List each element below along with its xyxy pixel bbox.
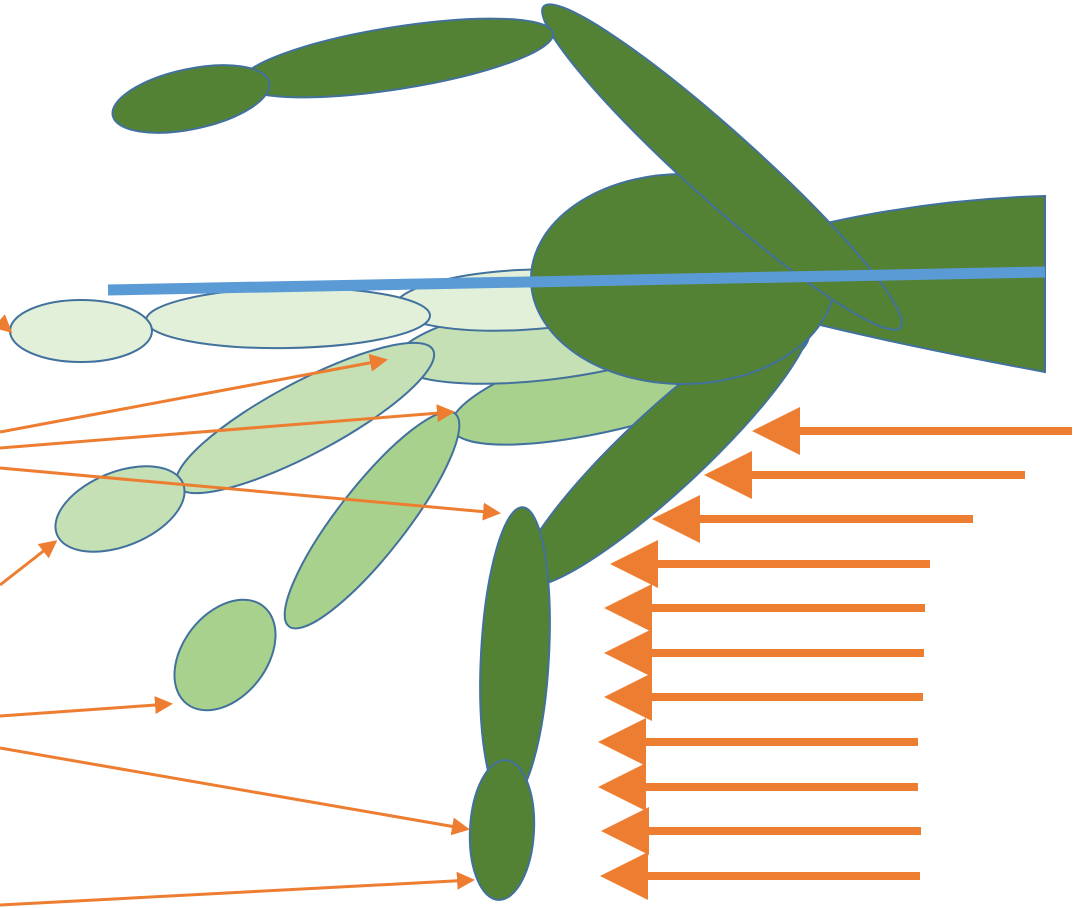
incoming-flow-arrows — [606, 431, 1072, 876]
pointer-arrow — [0, 748, 467, 829]
pointer-arrow — [0, 704, 170, 716]
lower-limb — [473, 505, 556, 804]
upper-limb-forearm — [236, 3, 558, 114]
pointer-arrow — [0, 542, 55, 585]
lower-limb-tip — [466, 758, 537, 901]
pointer-arrow — [0, 880, 472, 905]
pointer-arrow — [0, 322, 10, 331]
upper-limb-tip — [107, 53, 276, 145]
